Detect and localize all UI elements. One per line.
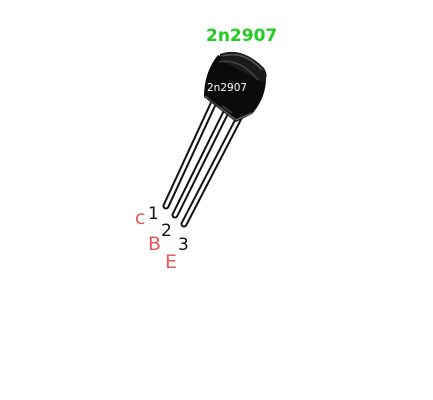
pin-3-name: E bbox=[165, 251, 177, 273]
lead-3 bbox=[180, 110, 245, 228]
transistor-package bbox=[204, 51, 267, 122]
lead-1 bbox=[162, 98, 218, 210]
pin-3-number: 3 bbox=[178, 235, 189, 255]
pin-2-name: B bbox=[148, 233, 161, 255]
lead-2 bbox=[171, 104, 232, 219]
package-marking: 2n2907 bbox=[207, 82, 247, 94]
leads bbox=[162, 98, 245, 228]
part-title: 2n2907 bbox=[206, 26, 277, 46]
pin-2-number: 2 bbox=[161, 221, 172, 241]
pin-1-number: 1 bbox=[148, 204, 159, 224]
pin-1-name: c bbox=[135, 207, 145, 229]
